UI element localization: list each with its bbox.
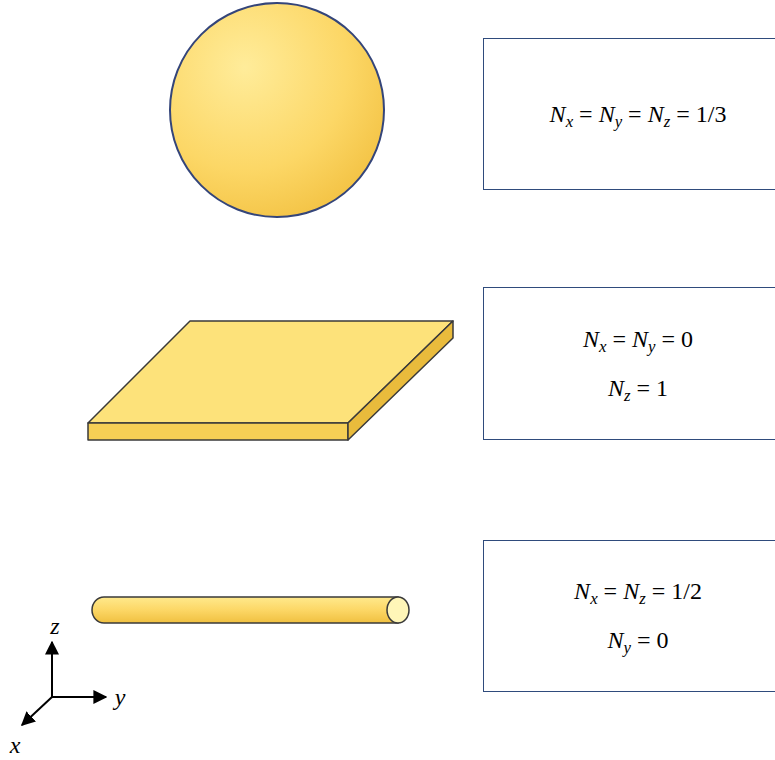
formula-text: Nz = 1 (608, 374, 668, 403)
formula-text: Ny = 0 (607, 626, 668, 655)
sphere (170, 3, 384, 217)
axis-label: y (115, 685, 126, 709)
formula-text: Nx = Ny = 0 (583, 325, 693, 354)
formula-box: Nx = Ny = Nz = 1/3 (483, 38, 775, 190)
formula-box: Nx = Nz = 1/2 Ny = 0 (483, 540, 775, 692)
axis-triad (22, 642, 106, 725)
axis-label: z (50, 614, 59, 638)
thin-slab (88, 321, 453, 440)
formula-text: Nx = Ny = Nz = 1/3 (550, 100, 727, 129)
axis-label: x (10, 733, 21, 757)
long-rod (92, 597, 409, 623)
formula-box: Nx = Ny = 0 Nz = 1 (483, 287, 775, 440)
formula-text: Nx = Nz = 1/2 (574, 577, 702, 606)
